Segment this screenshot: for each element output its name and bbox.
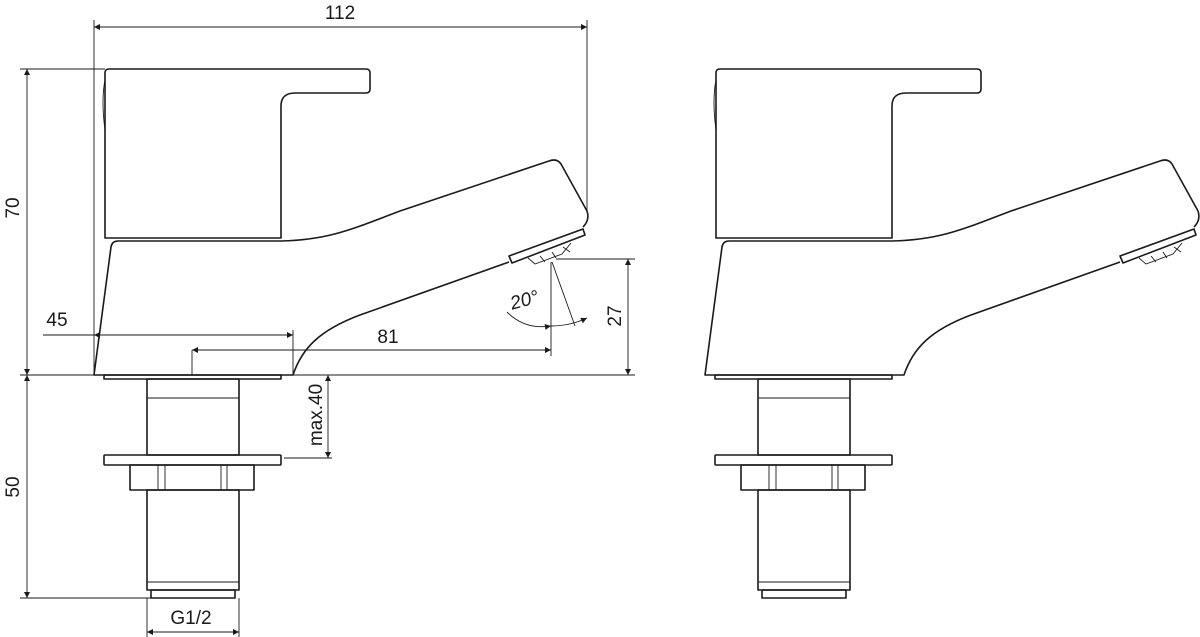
dim-overall-width: 112 <box>325 3 355 24</box>
dim-handle-offset: 45 <box>46 310 67 331</box>
dim-deck-thickness: max.40 <box>306 384 327 446</box>
dim-spray-angle: 20° <box>507 287 542 315</box>
dim-thread: G1/2 <box>170 608 211 629</box>
dimension-lines <box>20 20 635 637</box>
dim-overall-height: 70 <box>3 197 24 218</box>
dim-below-deck: 50 <box>3 476 24 497</box>
dim-spout-height: 27 <box>605 305 626 326</box>
dim-spout-reach: 81 <box>377 327 398 348</box>
tap-side-view-dimensioned <box>93 68 589 599</box>
tap-side-view-plain <box>704 68 1200 599</box>
